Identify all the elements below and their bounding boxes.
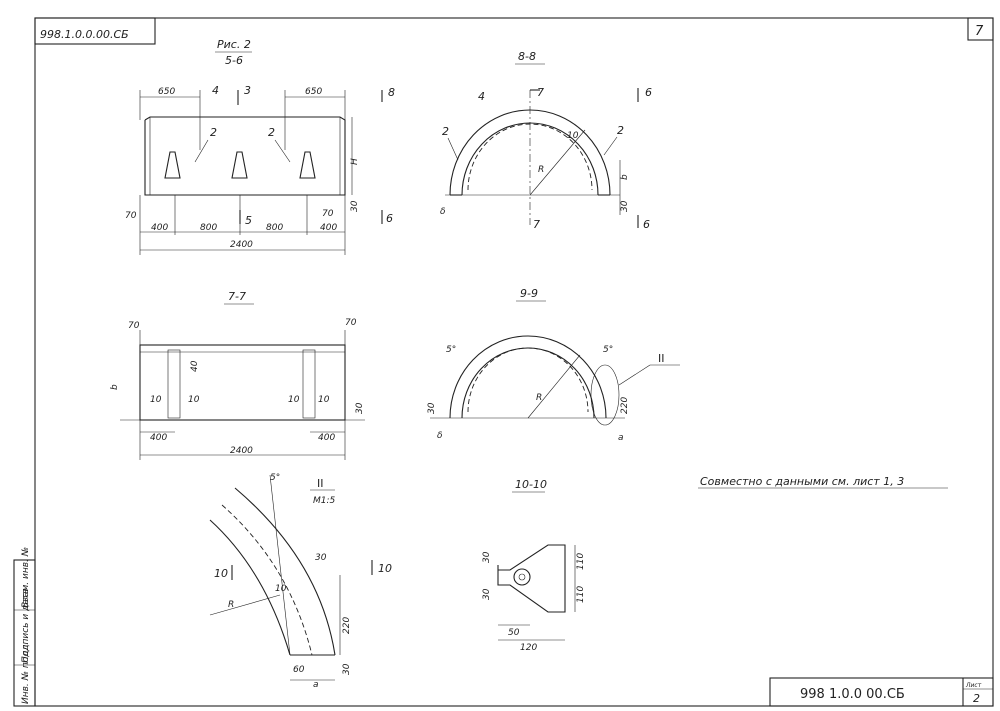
fig2-dim-delta: δ [440,207,446,217]
fig3-dim-10a: 10 [150,395,162,405]
fig2-mark-6b: 6 [643,218,650,231]
title-stamp [769,677,994,707]
fig1-dim-b3: 800 [266,223,283,233]
fig1-dim-top-right: 650 [305,87,322,97]
fig1-dim-top-left: 650 [158,87,175,97]
fig1-dim-b1: 400 [151,223,168,233]
fig6-title: 10-10 [515,478,547,491]
fig1-mark-8: 8 [388,86,395,99]
fig6-dim-120: 120 [520,643,537,653]
fig5-dim-30b: 30 [342,663,352,675]
detail-II: II М1:5 R 5° 30 10 10 220 30 60 a 10 [209,473,392,690]
fig3-dim-10b: 10 [188,395,200,405]
sheet-frame [34,17,994,707]
fig5-title: II [317,477,324,490]
view-7-7: 7-7 70 70 b 40 10 10 10 10 30 400 400 24… [110,290,365,460]
fig3-dim-10c: 10 [288,395,300,405]
fig2-dim-30: 30 [620,200,630,212]
fig6-dim-110b: 110 [576,586,586,603]
fig4-callout: II [658,352,665,365]
fig3-dim-400a: 400 [150,433,167,443]
fig3-dim-b: b [110,384,120,390]
fig2-mark-4: 4 [478,90,485,103]
list-number: 2 [973,692,980,705]
fig4-title: 9-9 [520,287,538,300]
side-stamp [13,559,36,707]
fig2-mark-7b: 7 [533,218,540,231]
fig4-dim-r: R [536,393,542,403]
fig2-dim-r: R [538,165,544,175]
sheet-number: 7 [975,24,984,39]
fig1-dim-b2: 800 [200,223,217,233]
fig3-dim-2400: 2400 [230,446,253,456]
fig4-dim-5deg-a: 5° [446,345,456,355]
sheet-number-box [967,17,994,41]
fig6-dim-50: 50 [508,628,520,638]
fig3-dim-70a: 70 [128,321,140,331]
fig2-dim-b: b [620,174,630,180]
fig5-mark-10: 10 [378,562,392,575]
fig1-dim-b4: 400 [320,223,337,233]
fig2-mark-2a: 2 [442,125,449,138]
fig3-dim-70b: 70 [345,318,357,328]
fig3-dim-30: 30 [355,402,365,414]
fig2-title: 8-8 [518,50,536,63]
fig6-dim-30b: 30 [482,588,492,600]
fig5-dim-30a: 30 [315,553,327,563]
fig1-mark-3: 3 [244,84,251,97]
fig5-dim-5deg: 5° [270,473,280,483]
side-label-1: Взам. инв. № [21,547,31,608]
fig1-dim-70a: 70 [125,211,137,221]
fig4-dim-a: a [618,433,624,443]
fig4-dim-5deg-b: 5° [603,345,613,355]
fig5-dim-10b: 10 [214,567,228,580]
fig3-dim-10d: 10 [318,395,330,405]
fig5-dim-a: a [313,680,319,690]
fig1-mark-2b: 2 [268,126,275,139]
fig6-dim-110a: 110 [576,553,586,570]
fig1-mark-2a: 2 [210,126,217,139]
code-box [34,17,156,45]
fig4-dim-30: 30 [427,402,437,414]
fig4-dim-delta: δ [437,431,443,441]
fig1-mark-5: 5 [245,214,252,227]
side-label-3: Инв. № подл. [21,642,31,704]
fig5-scale: М1:5 [313,496,336,506]
view-8-8: 8-8 R 10 4 7 6 2 2 7 6 30 b δ [440,50,652,231]
fig1-dim-30: 30 [350,200,360,212]
fig5-dim-r: R [228,600,234,610]
list-label: Лист [965,682,982,689]
fig5-dim-60: 60 [293,665,305,675]
fig1-subtitle: 5-6 [225,54,243,67]
view-5-6: Рис. 2 5-6 650 650 4 3 2 2 8 5 6 [125,38,395,255]
fig1-dim-70b: 70 [322,209,334,219]
fig1-mark-6: 6 [386,212,393,225]
code-topleft: 998.1.0.0.00.СБ [40,28,129,41]
fig1-dim-h: H [350,158,360,165]
fig3-dim-400b: 400 [318,433,335,443]
fig2-mark-6a: 6 [645,86,652,99]
fig1-dim-total: 2400 [230,240,253,250]
fig2-dim-10: 10 [567,131,579,141]
side-label-2: Подпись и дата [21,588,31,663]
fig2-mark-7a: 7 [537,86,544,99]
fig3-title: 7-7 [228,290,246,303]
fig1-title: Рис. 2 [217,38,251,51]
sheet-note: Совместно с данными см. лист 1, 3 [700,475,904,488]
fig1-mark-4: 4 [212,84,219,97]
view-9-9: 9-9 R II 5° 5° 30 220 δ a [427,287,680,443]
fig4-dim-220: 220 [620,397,630,414]
fig6-dim-30a: 30 [482,551,492,563]
stamp-code: 998 1.0.0 00.СБ [800,687,905,702]
fig3-dim-40: 40 [190,360,200,372]
fig5-dim-220: 220 [342,617,352,634]
view-10-10: 10-10 110 110 30 30 50 120 [482,478,586,653]
fig2-mark-2b: 2 [617,124,624,137]
fig5-dim-10a: 10 [275,584,287,594]
